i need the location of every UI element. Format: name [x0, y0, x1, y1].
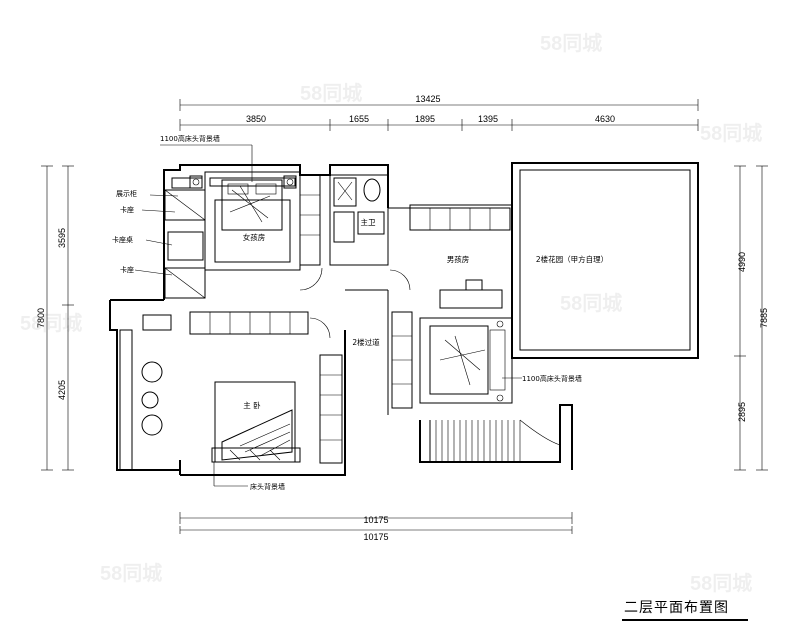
- dim-bottom-1: 10175: [363, 515, 388, 525]
- exterior-walls: [109, 162, 699, 476]
- stairs: [429, 419, 561, 462]
- label-seat-2: 卡座: [120, 265, 134, 274]
- girl-room-label: 女孩房: [243, 232, 266, 242]
- master-bathroom: 主卫: [329, 174, 389, 266]
- watermark: 58同城: [700, 121, 762, 145]
- drawing-title: 二层平面布置图: [622, 600, 748, 621]
- dim-right-upper: 4990: [737, 252, 747, 272]
- dim-top-seg-4: 1395: [478, 114, 498, 124]
- top-dimension-lines: 13425 3850 1655 1895 1395 4630: [179, 94, 699, 131]
- watermark: 58同城: [100, 561, 162, 585]
- corridor-label: 2楼过道: [352, 337, 380, 347]
- label-seat-table: 卡座桌: [112, 235, 133, 244]
- corridor: 2楼过道: [299, 267, 411, 464]
- watermark: 58同城: [560, 291, 622, 315]
- dim-left-lower: 4205: [57, 380, 67, 400]
- dim-top-seg-3: 1895: [415, 114, 435, 124]
- right-dimension-lines: 4990 2895 7885: [734, 165, 769, 471]
- label-bed-wall-boy: 1100高床头背景墙: [522, 374, 582, 383]
- left-dimension-lines: 7800 3595 4205: [36, 165, 74, 471]
- dim-right-lower: 2895: [737, 402, 747, 422]
- label-seat-1: 卡座: [120, 205, 134, 214]
- label-bed-wall-master: 床头背景墙: [250, 482, 285, 491]
- boy-room: 男孩房 1100高床头背景墙: [388, 204, 582, 409]
- label-bed-wall-girl: 1100高床头背景墙: [160, 134, 220, 143]
- dim-bottom-2: 10175: [363, 532, 388, 542]
- watermark-group: 58同城 58同城 58同城 58同城 58同城 58同城 58同城: [20, 31, 762, 595]
- dim-top-seg-1: 3850: [246, 114, 266, 124]
- left-seating-area: [164, 174, 321, 299]
- boy-room-label: 男孩房: [447, 254, 470, 264]
- girl-room: 女孩房: [189, 171, 301, 271]
- label-display-cabinet: 展示柜: [116, 189, 137, 198]
- dim-top-total: 13425: [415, 94, 440, 104]
- left-callouts: 展示柜 卡座 卡座桌 卡座 1100高床头背景墙: [112, 134, 253, 276]
- dim-right-total: 7885: [759, 308, 769, 328]
- watermark: 58同城: [690, 571, 752, 595]
- dim-top-seg-2: 1655: [349, 114, 369, 124]
- master-bedroom: 主 卧 床头背景墙: [119, 311, 309, 491]
- watermark: 58同城: [300, 81, 362, 105]
- dim-left-total: 7800: [36, 308, 46, 328]
- master-bath-label: 主卫: [361, 217, 376, 227]
- dim-left-upper: 3595: [57, 228, 67, 248]
- watermark: 58同城: [20, 311, 82, 335]
- bottom-dimension-lines: 10175 10175: [179, 512, 573, 542]
- dim-top-seg-5: 4630: [595, 114, 615, 124]
- master-bed-label: 主 卧: [243, 400, 261, 410]
- garden-label: 2楼花园（甲方自理）: [536, 254, 608, 264]
- watermark: 58同城: [540, 31, 602, 55]
- drawing-title-text: 二层平面布置图: [624, 600, 729, 616]
